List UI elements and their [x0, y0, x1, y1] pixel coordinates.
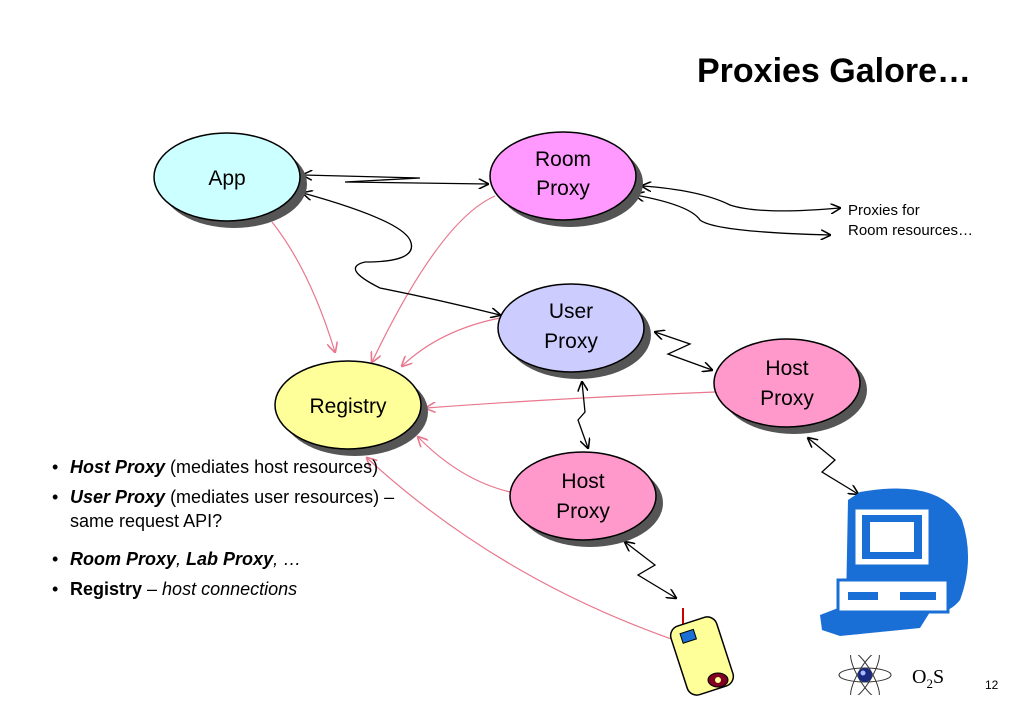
- handheld-device-icon: [669, 608, 735, 696]
- bullet-host-proxy: • Host Proxy (mediates host resources): [52, 455, 412, 479]
- link-userproxy-hostproxy-right: [655, 332, 712, 370]
- link-app-roomproxy: [303, 175, 488, 184]
- link-userproxy-registry: [402, 317, 501, 366]
- bullet-registry-dash: –: [142, 579, 163, 599]
- node-room-proxy: Room Proxy: [489, 131, 643, 227]
- node-host-proxy-right-label-line2: Proxy: [760, 387, 814, 410]
- link-userproxy-hostproxy-bottom: [578, 382, 588, 448]
- logo-text-o: O: [912, 666, 927, 688]
- link-hostproxy-bottom-registry: [418, 437, 511, 493]
- link-app-userproxy: [303, 193, 500, 315]
- node-room-proxy-label-line2: Proxy: [536, 177, 590, 200]
- bullet-user-proxy-term: User Proxy: [70, 487, 166, 507]
- bullet-dot: •: [52, 487, 59, 507]
- bullet-room-lab-ellipsis: , …: [273, 549, 302, 569]
- node-registry-label: Registry: [309, 395, 387, 418]
- o2s-logo-text: O2S: [912, 666, 944, 692]
- bullet-lab-proxy-term: Lab Proxy: [186, 549, 274, 569]
- logo-text-s: S: [932, 666, 945, 688]
- node-room-proxy-label-line1: Room: [535, 148, 591, 171]
- link-roomproxy-registry: [372, 195, 496, 362]
- page-number: 12: [985, 678, 999, 692]
- link-hostproxy-bottom-phone: [625, 542, 676, 598]
- link-phone-registry: [367, 458, 681, 643]
- bullet-dot: •: [52, 549, 59, 569]
- node-host-proxy-bottom-label-line2: Proxy: [556, 500, 610, 523]
- link-roomproxy-resources-bottom: [635, 195, 830, 235]
- bullet-room-proxy-term: Room Proxy: [70, 549, 177, 569]
- room-resources-annotation-line2: Room resources…: [848, 222, 974, 239]
- bullet-room-lab-separator: ,: [176, 549, 187, 569]
- node-registry: Registry: [274, 360, 428, 456]
- bullet-registry-desc: host connections: [162, 579, 298, 599]
- node-app-label: App: [208, 167, 245, 190]
- node-host-proxy-bottom-label-line1: Host: [561, 470, 604, 493]
- node-host-proxy-right: Host Proxy: [713, 338, 867, 434]
- bullet-host-proxy-term: Host Proxy: [70, 457, 166, 477]
- bullet-user-proxy: • User Proxy (mediates user resources) –…: [52, 485, 412, 533]
- node-host-proxy-bottom: Host Proxy: [509, 451, 663, 547]
- link-hostproxy-right-registry: [426, 391, 716, 408]
- node-host-proxy-right-label-line1: Host: [765, 357, 808, 380]
- node-user-proxy: User Proxy: [497, 283, 651, 379]
- link-hostproxy-right-computer: [808, 438, 858, 494]
- slide-title: Proxies Galore…: [696, 52, 971, 90]
- o2s-logo-icon: [838, 655, 892, 695]
- bullet-host-proxy-desc: (mediates host resources): [165, 457, 379, 477]
- node-user-proxy-label-line2: Proxy: [544, 330, 598, 353]
- link-app-registry: [271, 221, 335, 352]
- room-resources-annotation: Proxies for Room resources…: [848, 201, 973, 241]
- node-app: App: [153, 132, 307, 228]
- bullet-dot: •: [52, 457, 59, 477]
- computer-icon: [820, 488, 969, 636]
- bullet-room-lab-proxy: • Room Proxy, Lab Proxy, …: [52, 547, 412, 571]
- node-user-proxy-label-line1: User: [549, 300, 593, 323]
- room-resources-annotation-line1: Proxies for: [848, 202, 920, 219]
- bullet-dot: •: [52, 579, 59, 599]
- bullet-registry-term: Registry: [70, 579, 143, 599]
- bullet-user-proxy-desc: (mediates user resources) – same request…: [70, 487, 395, 531]
- link-roomproxy-resources-top: [642, 186, 840, 211]
- bullet-list: • Host Proxy (mediates host resources) •…: [52, 455, 412, 607]
- logo-text-2: 2: [926, 676, 933, 691]
- bullet-registry: • Registry – host connections: [52, 577, 412, 601]
